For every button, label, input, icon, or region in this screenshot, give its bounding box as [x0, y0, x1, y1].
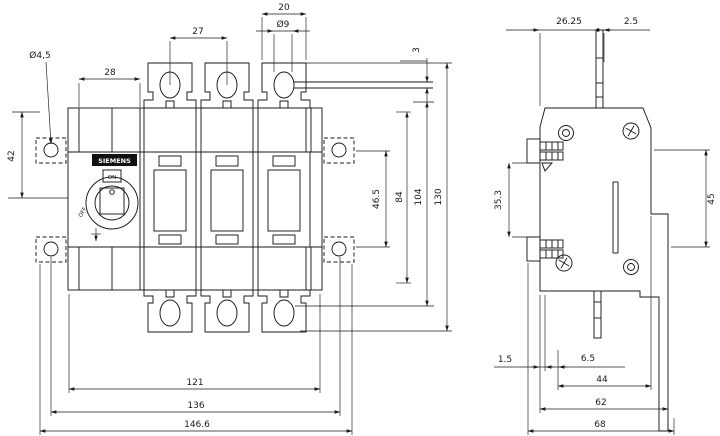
- dim-label-o9: Ø9: [277, 19, 290, 30]
- dim-handle-offset: [78, 77, 141, 107]
- dim-tab-spacing: [356, 150, 390, 248]
- dim-terminal-width: [261, 12, 307, 60]
- pole-module-1: [143, 151, 197, 248]
- switch-body: [67, 107, 323, 291]
- top-blade: [595, 29, 604, 109]
- dim-label-46-5: 46.5: [372, 189, 382, 209]
- on-position-box: [102, 169, 122, 183]
- terminal-hole: [216, 299, 238, 327]
- pole-module-2: [200, 151, 254, 248]
- dim-height-104: [295, 101, 434, 307]
- dim-label-1-5: 1.5: [498, 355, 512, 365]
- brand-label: SIEMENS: [98, 157, 131, 165]
- mounting-hole: [331, 142, 347, 158]
- dim-width-136: [50, 257, 341, 416]
- dim-label-27: 27: [192, 27, 203, 37]
- side-view: 26.25 2.5 35.3 45 1.5 6.5 44: [494, 17, 717, 435]
- dim-height-84: [396, 111, 411, 284]
- dim-overall-width: [39, 264, 353, 435]
- dim-terminal-hole-dia: [256, 29, 310, 72]
- dim-label-26-25: 26.25: [556, 17, 582, 27]
- mounting-hole: [331, 241, 347, 257]
- mounting-hole: [43, 241, 59, 257]
- pole-module-3: [257, 151, 311, 248]
- bottom-screw-plain: [623, 259, 639, 275]
- dim-width-121: [68, 294, 321, 393]
- terminal-hole: [159, 299, 181, 327]
- dim-overall-height: [300, 62, 452, 332]
- rotary-handle: SIEMENS ON OFF: [78, 154, 139, 242]
- bottom-terminal-3: [257, 289, 311, 333]
- dim-label-104: 104: [414, 188, 424, 205]
- dim-label-130: 130: [434, 188, 444, 205]
- bottom-terminal-clamp: [526, 236, 564, 262]
- dim-label-28: 28: [104, 68, 116, 78]
- padlock-indicator-icon: [91, 228, 101, 242]
- dim-mounting-hole-dia: [45, 61, 53, 145]
- dim-label-68: 68: [594, 420, 606, 430]
- top-screw-phillips: [622, 122, 640, 140]
- dim-overall-depth: [527, 263, 675, 435]
- handle-shaft-hole: [99, 187, 125, 215]
- dim-label-3: 3: [412, 47, 422, 53]
- mounting-hole: [43, 142, 59, 158]
- dim-label-136: 136: [187, 401, 204, 411]
- terminal-hole: [273, 299, 295, 327]
- terminal-hole: [273, 71, 295, 99]
- dim-terminal-pitch: [169, 36, 228, 85]
- on-label: ON: [108, 175, 116, 181]
- dim-label-35-3: 35.3: [494, 190, 504, 210]
- dim-label-2-5: 2.5: [624, 17, 638, 27]
- dim-label-45: 45: [707, 193, 717, 204]
- mounting-tabs: [35, 137, 355, 263]
- handle-inner-ring: [94, 185, 130, 221]
- bottom-terminal-2: [200, 289, 254, 333]
- dim-label-121: 121: [186, 378, 203, 388]
- dim-label-44: 44: [596, 375, 608, 385]
- handle-outer-ring: [85, 176, 139, 230]
- dim-busbar-thickness: [400, 58, 429, 102]
- dim-depth-44: [557, 216, 652, 390]
- dim-label-o45: Ø4,5: [29, 50, 50, 61]
- dim-label-84: 84: [395, 191, 405, 203]
- dim-handle-height: [8, 111, 68, 199]
- top-screw-plain: [558, 125, 574, 141]
- shaft-mark: [109, 189, 115, 195]
- top-terminal-3: [257, 62, 433, 109]
- bottom-screw-phillips: [555, 254, 573, 272]
- dim-label-42: 42: [7, 150, 17, 161]
- brand-label-plate: [92, 154, 137, 166]
- bottom-terminal-1: [143, 289, 197, 333]
- bottom-blade: [593, 290, 602, 339]
- dim-label-20: 20: [278, 3, 290, 13]
- top-terminal-clamp: [526, 138, 564, 172]
- dim-bottom-offsets: [494, 295, 625, 413]
- front-view: SIEMENS ON OFF: [7, 3, 452, 435]
- dim-label-6-5: 6.5: [581, 354, 595, 364]
- dim-label-62: 62: [595, 398, 606, 408]
- dim-din-height: [507, 162, 538, 238]
- off-label: OFF: [78, 206, 89, 218]
- dim-top-depth: [506, 28, 650, 106]
- dim-label-146-6: 146.6: [184, 420, 210, 430]
- dim-front-height: [654, 149, 710, 248]
